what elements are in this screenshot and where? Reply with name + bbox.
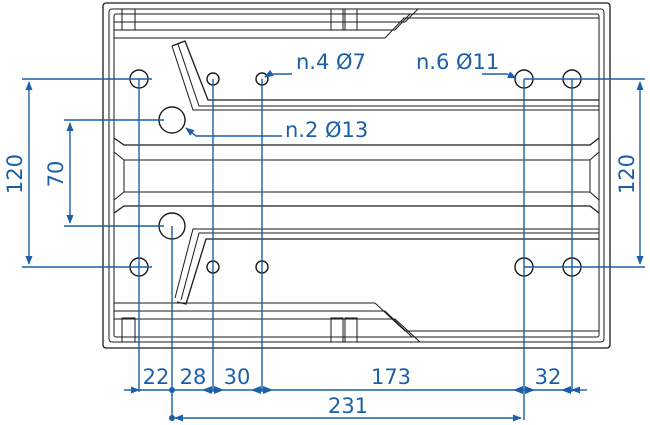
dim-offset-28: 28 (180, 365, 207, 389)
dim-height-inner-left: 70 (44, 161, 68, 188)
dim-span-231: 231 (328, 394, 368, 418)
dim-offset-173: 173 (371, 365, 411, 389)
callout-holes-13: n.2 Ø13 (285, 118, 368, 142)
holes (129, 69, 582, 277)
callout-holes-7: n.4 Ø7 (296, 50, 366, 74)
callout-holes-11: n.6 Ø11 (416, 50, 499, 74)
top-rail (114, 8, 599, 39)
dim-offset-22: 22 (143, 365, 170, 389)
middle-channels (113, 137, 600, 214)
bottom-rail (114, 302, 599, 343)
dimension-lines (22, 69, 645, 422)
dim-height-outer-left: 120 (3, 154, 27, 194)
dim-offset-30: 30 (224, 365, 251, 389)
upper-arm (171, 40, 599, 111)
dim-height-right: 120 (615, 154, 639, 194)
dim-offset-32: 32 (535, 365, 562, 389)
